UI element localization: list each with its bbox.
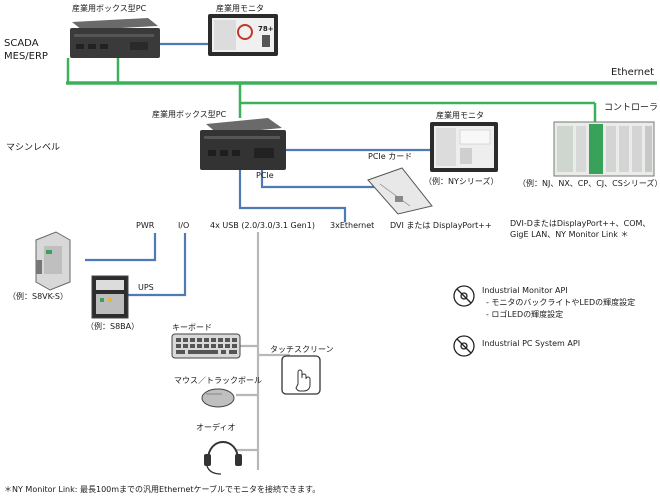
mid-box-pc-device <box>200 118 286 170</box>
pwr-port-label: PWR <box>136 221 155 230</box>
mes-erp-label: MES/ERP <box>4 51 48 62</box>
dvid-label-line2: GigE LAN、NY Monitor Link ＊ <box>510 230 629 239</box>
api2-title: Industrial PC System API <box>482 339 581 348</box>
ethernet-ports-label: 3xEthernet <box>330 221 375 230</box>
mouse-label: マウス／トラックボール <box>174 376 262 385</box>
pcie-card-device <box>367 167 433 215</box>
footnote: ＊NY Monitor Link: 最長100mまでの汎用Ethernetケーブ… <box>4 485 321 494</box>
ups-label: UPS <box>138 283 154 292</box>
dvid-label-line1: DVI-DまたはDisplayPort++、COM、 <box>510 219 651 228</box>
mid-monitor-device <box>430 122 498 172</box>
mid-pc-label: 産業用ボックス型PC <box>152 110 227 119</box>
monitor-top-readout: 78+ <box>258 25 274 33</box>
machine-level-label: マシンレベル <box>6 143 61 153</box>
s8ba-label: （例：S8BA） <box>86 322 140 331</box>
industrial-pc-system-api-icon <box>453 335 475 357</box>
top-box-pc-device <box>70 18 160 58</box>
ethernet-backbone <box>66 56 657 122</box>
mid-monitor-label: 産業用モニタ <box>436 111 484 120</box>
controller-series-label: （例：NJ、NX、CP、CJ、CSシリーズ） <box>518 179 660 188</box>
controller-device <box>553 121 655 177</box>
controller-label: コントローラ <box>604 103 659 113</box>
audio-headset-device <box>204 441 242 475</box>
usb-port-label: 4x USB (2.0/3.0/3.1 Gen1) <box>210 221 315 230</box>
pcie-label: PCIe <box>256 171 274 180</box>
mouse-device <box>201 388 235 408</box>
ethernet-label: Ethernet <box>611 67 655 78</box>
touchscreen-device <box>281 355 321 395</box>
scada-label: SCADA <box>4 38 39 49</box>
keyboard-device <box>171 333 241 359</box>
s8vk-power-supply-device <box>35 231 71 291</box>
top-monitor-device <box>208 14 278 56</box>
usb-bus <box>236 232 290 470</box>
pcie-card-label: PCIe カード <box>368 152 413 161</box>
touchscreen-label: タッチスクリーン <box>270 345 334 354</box>
ny-series-label: （例：NYシリーズ） <box>424 177 499 186</box>
top-monitor-label: 産業用モニタ <box>216 4 264 13</box>
blue-links <box>85 42 430 297</box>
s8vk-label: （例：S8VK-S） <box>8 292 69 301</box>
industrial-monitor-api-icon <box>453 285 475 307</box>
io-port-label: I/O <box>178 221 190 230</box>
s8ba-ups-device <box>91 275 129 319</box>
api1-item1: - モニタのバックライトやLEDの輝度設定 <box>486 298 636 307</box>
api1-title: Industrial Monitor API <box>482 286 568 295</box>
dvi-port-label: DVI または DisplayPort++ <box>390 221 492 230</box>
keyboard-label: キーボード <box>172 323 212 332</box>
audio-label: オーディオ <box>196 423 236 432</box>
top-pc-label: 産業用ボックス型PC <box>72 4 147 13</box>
api1-item2: - ロゴLEDの輝度設定 <box>486 310 564 319</box>
